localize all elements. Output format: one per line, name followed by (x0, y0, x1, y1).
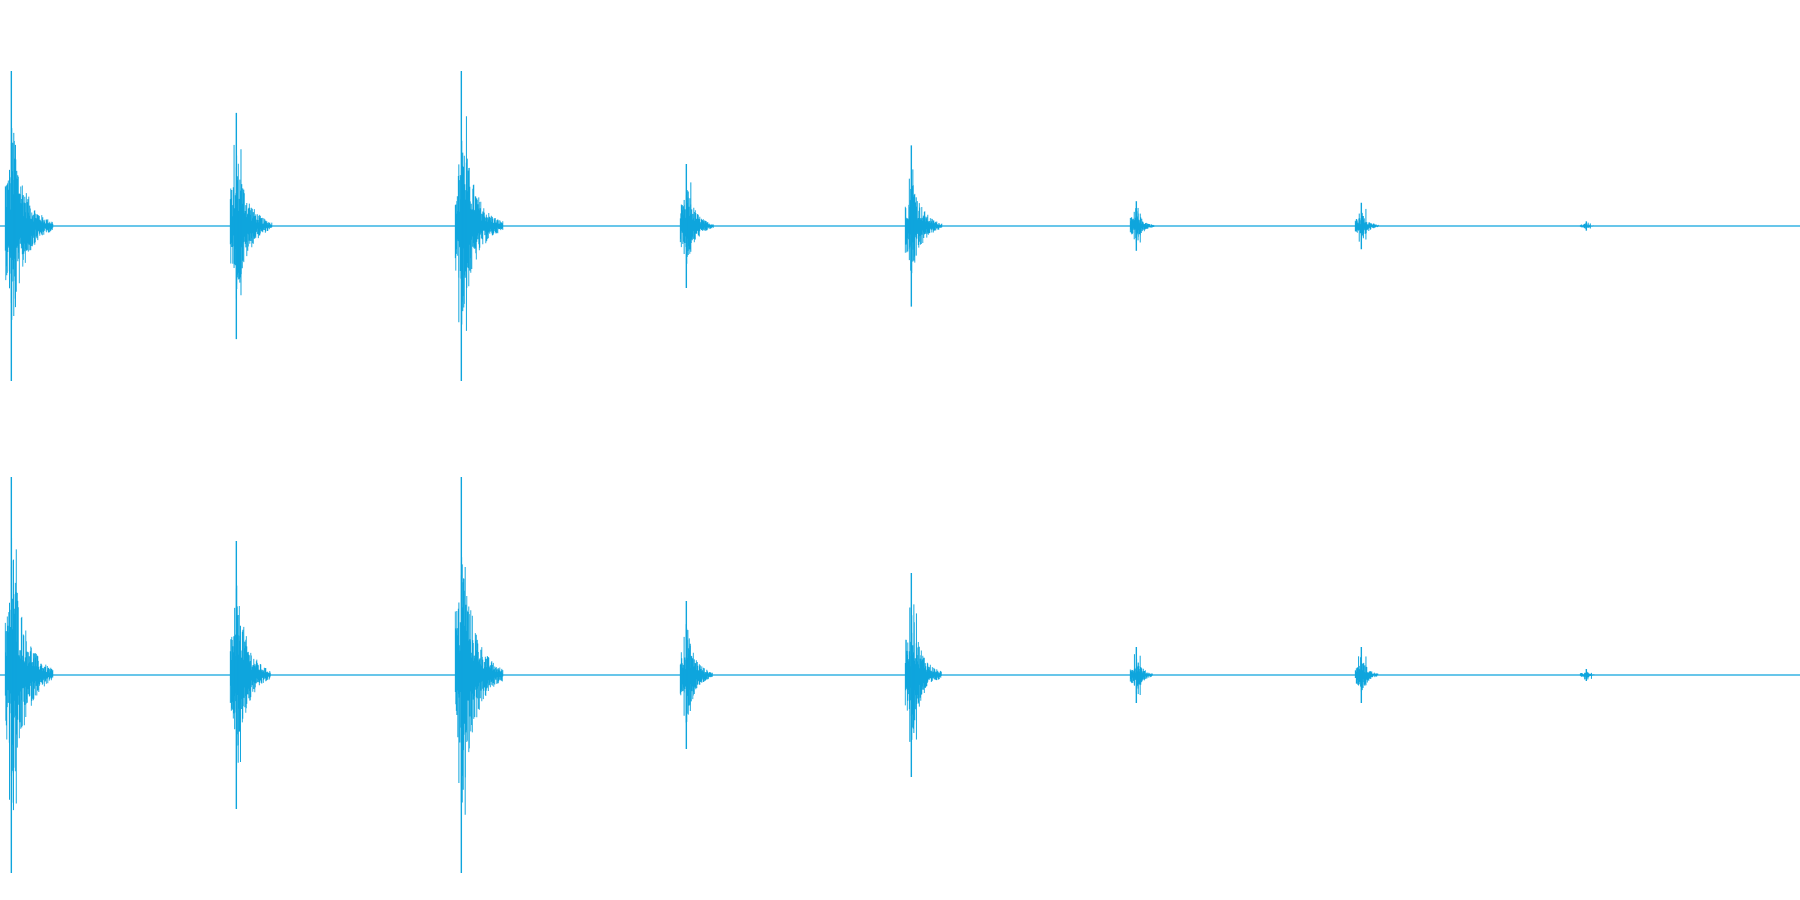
transient-body (679, 628, 713, 722)
transient-body (454, 155, 504, 308)
transient-2-6 (1129, 647, 1154, 703)
transient-2-3 (454, 477, 504, 873)
transient-body (904, 615, 942, 729)
transient-1-3 (454, 71, 504, 381)
transient-1-4 (679, 164, 714, 288)
transient-body (1129, 662, 1154, 694)
transient-1-6 (1129, 201, 1155, 251)
transient-1-1 (4, 71, 54, 381)
transient-1-7 (1354, 202, 1379, 250)
transient-2-5 (904, 573, 942, 777)
transient-1-8 (1579, 221, 1596, 231)
channel-2 (0, 477, 1800, 873)
transient-1-2 (229, 112, 273, 340)
transient-2-1 (4, 477, 54, 873)
transient-body (679, 190, 714, 264)
channel-1 (0, 71, 1800, 381)
transient-body (454, 564, 504, 803)
transient-body (1354, 210, 1379, 237)
transient-body (4, 128, 54, 320)
transient-2-8 (1579, 669, 1596, 681)
transient-body (4, 560, 54, 803)
transient-1-5 (904, 145, 943, 307)
transient-body (1579, 222, 1596, 228)
transient-2-2 (229, 541, 271, 809)
transient-body (229, 163, 273, 299)
transient-2-4 (679, 601, 713, 749)
transient-2-7 (1354, 647, 1379, 703)
